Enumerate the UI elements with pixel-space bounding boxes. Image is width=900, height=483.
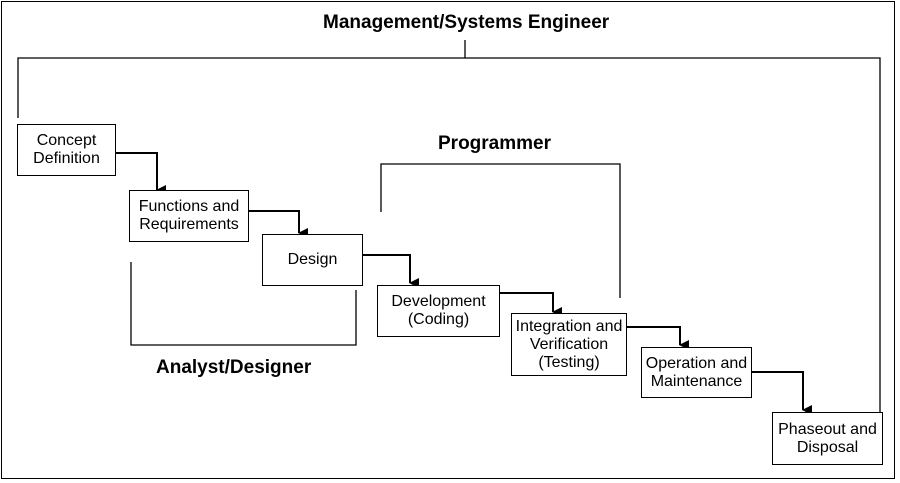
arrow-functions-to-design <box>249 210 308 238</box>
phase-label: Maintenance <box>650 372 743 390</box>
arrow-concept-to-functions <box>116 152 166 195</box>
phase-label: Concept <box>36 132 97 149</box>
role-management: Management/Systems Engineer <box>323 12 610 33</box>
phase-label: (Testing) <box>538 353 600 371</box>
phase-label: Verification <box>529 335 609 353</box>
arrow-integration-to-operation <box>627 326 689 350</box>
analyst-bracket <box>130 262 357 346</box>
phase-label: Development <box>391 293 486 310</box>
phase-label: Design <box>287 251 338 268</box>
phase-label: Operation and <box>645 354 748 372</box>
arrow-operation-to-phaseout <box>752 371 812 415</box>
phase-label: Functions and <box>138 198 240 215</box>
phase-label: (Coding) <box>407 311 470 328</box>
arrow-development-to-integration <box>500 292 562 317</box>
phase-label: Integration and <box>515 317 623 335</box>
arrow-design-to-development <box>363 254 419 288</box>
phase-label: Requirements <box>139 216 239 233</box>
phase-design: Design <box>262 234 363 286</box>
role-programmer: Programmer <box>438 133 551 154</box>
programmer-bracket <box>380 163 621 298</box>
phase-label: Definition <box>33 150 100 167</box>
phase-label: Phaseout and <box>778 420 877 438</box>
management-bracket <box>17 57 881 412</box>
phase-development: Development(Coding) <box>377 285 500 337</box>
role-analyst: Analyst/Designer <box>156 357 312 378</box>
phase-label: Disposal <box>796 438 859 456</box>
